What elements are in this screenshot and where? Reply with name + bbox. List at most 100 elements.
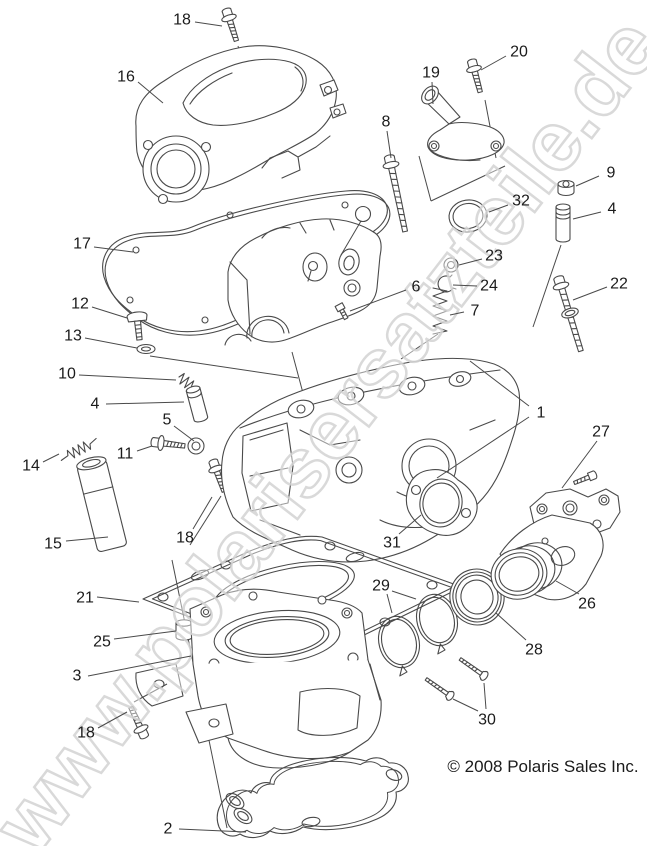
callout-leader-26 [555, 580, 580, 595]
callout-5: 5 [163, 412, 172, 429]
callout-leader-23 [458, 258, 483, 266]
callout-29: 29 [372, 578, 390, 595]
callout-32: 32 [512, 193, 530, 210]
callout-leader-17 [93, 246, 134, 253]
callout-leader-22 [572, 286, 608, 301]
callout-leader-30 [483, 682, 487, 710]
callout-22: 22 [610, 276, 628, 293]
intake-boot-28 [449, 568, 505, 626]
callout-leader-30 [452, 698, 479, 712]
callout-31: 31 [383, 535, 401, 552]
callout-leader-1 [436, 416, 530, 479]
callout-30: 30 [478, 712, 496, 729]
callout-19: 19 [422, 65, 440, 82]
callout-leader-20 [480, 55, 507, 71]
flange-bolt-18-top [218, 5, 245, 44]
callout-leader-18 [192, 496, 213, 530]
callout-leader-24 [452, 284, 478, 287]
callout-leader-21 [96, 596, 140, 603]
stud-27 [572, 469, 599, 488]
clamp-29-a [377, 615, 421, 677]
callout-leader-2 [178, 828, 247, 833]
bolt-axis-line [189, 495, 222, 546]
clamp-screw-30-b [422, 674, 457, 703]
callout-9: 9 [607, 165, 616, 182]
callout-4: 4 [608, 201, 617, 218]
callout-leader-13 [84, 337, 138, 349]
callout-leader-11 [136, 445, 153, 452]
valve-guide-4-right [555, 203, 571, 243]
callout-23: 23 [485, 248, 503, 265]
washer-23 [443, 257, 459, 273]
callout-leader-14 [42, 453, 60, 463]
callout-16: 16 [117, 69, 135, 86]
intake-manifold [490, 488, 621, 601]
callout-3: 3 [73, 668, 82, 685]
cylinder [135, 588, 382, 769]
small-bolt-6 [334, 302, 349, 321]
spring-axis-line [400, 333, 439, 360]
callout-24: 24 [480, 278, 498, 295]
callout-leader-9 [575, 175, 600, 187]
callout-leader-5 [173, 425, 195, 442]
oil-screw-12 [126, 311, 148, 341]
valve-guide-4-left [185, 385, 209, 423]
copyright-text: © 2008 Polaris Sales Inc. [447, 757, 638, 776]
callout-leader-1 [469, 360, 530, 407]
callout-4: 4 [91, 396, 100, 413]
callout-25: 25 [93, 634, 111, 651]
flange-bolt-20 [463, 56, 489, 95]
axis-line [149, 355, 299, 379]
flange-bolt-11 [149, 433, 187, 454]
callout-leader-19 [431, 81, 434, 105]
callout-8: 8 [382, 114, 391, 131]
callout-leader-10 [78, 374, 177, 381]
washer-5 [187, 437, 205, 455]
clamp-screw-30-a [456, 654, 491, 683]
callout-18: 18 [77, 725, 95, 742]
callout-14: 14 [22, 458, 40, 475]
callout-11: 11 [117, 446, 134, 463]
callout-leader-25 [113, 630, 177, 640]
callout-18: 18 [173, 12, 191, 29]
valve-cover [135, 45, 347, 205]
callout-leader-18 [194, 21, 223, 27]
callout-leader-29 [386, 593, 393, 614]
callout-27: 27 [592, 424, 610, 441]
callout-15: 15 [44, 536, 62, 553]
plug-9 [557, 179, 575, 197]
callout-leader-8 [386, 130, 392, 159]
callout-13: 13 [64, 328, 82, 345]
callout-17: 17 [73, 236, 91, 253]
callout-leader-4 [105, 401, 185, 405]
spring-7 [432, 287, 448, 335]
callout-leader-31 [398, 514, 422, 535]
mount-line [418, 155, 432, 202]
callout-leader-3 [87, 655, 192, 677]
callout-2: 2 [164, 821, 173, 838]
callout-leader-6 [349, 289, 407, 312]
flange-gasket-31 [405, 469, 478, 536]
callout-7: 7 [471, 303, 480, 320]
base-gasket [216, 756, 409, 839]
callout-leader-27 [561, 440, 598, 489]
washer-13 [136, 343, 156, 355]
callout-12: 12 [71, 296, 89, 313]
callout-10: 10 [58, 366, 76, 383]
callout-leader-12 [91, 306, 128, 319]
guide-axis-line [532, 244, 562, 328]
washer-on-bolt-22 [561, 307, 579, 319]
circlip-24 [437, 274, 457, 293]
callout-6: 6 [412, 279, 421, 296]
cam-chain-tensioner-15 [76, 456, 127, 553]
callout-26: 26 [578, 596, 596, 613]
callout-21: 21 [76, 590, 94, 607]
callout-1: 1 [537, 405, 546, 422]
cam-chain-tunnel [241, 422, 294, 512]
callout-leader-16 [137, 81, 164, 104]
callout-leader-4 [572, 211, 602, 220]
mount-line [430, 165, 506, 202]
